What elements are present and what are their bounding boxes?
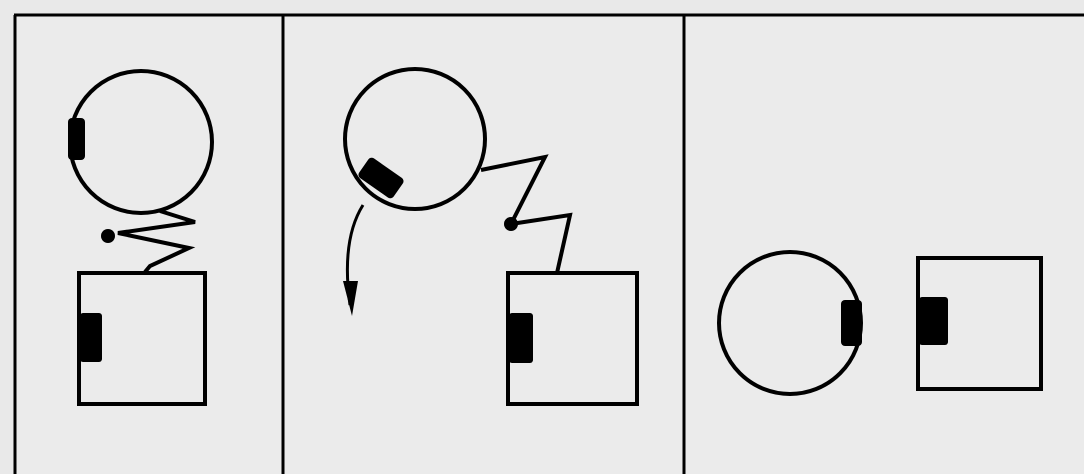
- panel-1-square-marker: [80, 313, 102, 362]
- panel-2-spring-joint: [504, 217, 518, 231]
- panel-1-circle-marker: [68, 118, 85, 160]
- panel-2-square-marker: [509, 313, 533, 363]
- panel-1-spring-joint: [101, 229, 115, 243]
- panel-3-circle-marker: [841, 300, 862, 346]
- panel-3-square-marker: [919, 297, 948, 345]
